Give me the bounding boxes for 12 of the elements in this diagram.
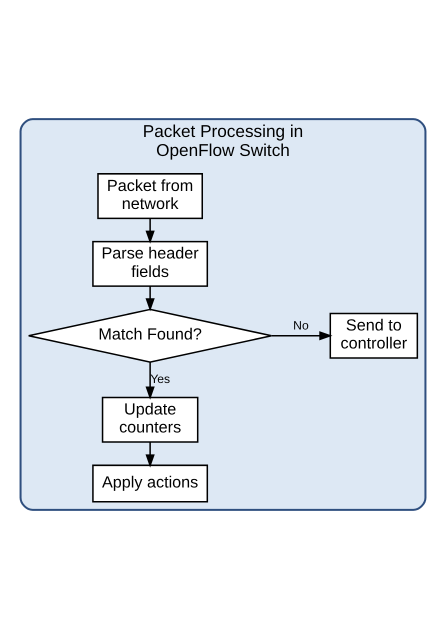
- arrow: [146, 362, 155, 400]
- edge-label: No: [293, 318, 309, 332]
- node-diamond: Match Found?: [28, 308, 272, 362]
- arrow: [272, 330, 332, 340]
- arrow: [146, 218, 155, 244]
- node-box: Apply actions: [92, 464, 208, 502]
- node-box: Packet from network: [97, 172, 203, 219]
- node-box: Send to controller: [330, 312, 418, 358]
- node-box: Update counters: [102, 396, 198, 442]
- arrow: [146, 442, 155, 468]
- arrow: [146, 286, 155, 311]
- node-box: Parse header fields: [92, 240, 208, 286]
